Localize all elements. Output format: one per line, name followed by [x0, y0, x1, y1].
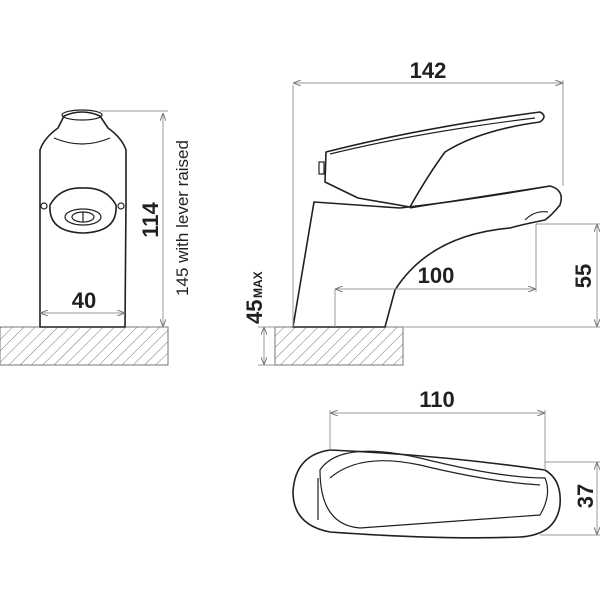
tap-body-side — [292, 185, 563, 328]
tap-body-top — [292, 449, 562, 539]
raised-height-label: 145 with lever raised — [173, 140, 192, 296]
deck-section-side — [274, 326, 404, 366]
top-width-label: 37 — [573, 484, 598, 508]
lever-top — [319, 450, 549, 529]
side-view: 142 100 55 45 MAX — [242, 58, 600, 366]
deck-thickness-label: 45 — [242, 300, 267, 324]
reach-label: 100 — [418, 263, 455, 288]
front-height-label: 114 — [138, 201, 163, 237]
deck-max-suffix: MAX — [251, 271, 265, 298]
lever-side — [324, 111, 545, 208]
front-width-label: 40 — [72, 288, 96, 313]
top-length-label: 110 — [419, 387, 455, 412]
front-view: 40 114 145 with lever raised — [0, 109, 192, 366]
deck-section-front — [0, 326, 169, 366]
side-length-label: 142 — [410, 58, 447, 83]
indicator-icon — [64, 208, 102, 226]
lever-cap-front — [49, 187, 117, 234]
top-view: 110 37 — [292, 387, 600, 539]
spout-height-label: 55 — [571, 264, 596, 288]
